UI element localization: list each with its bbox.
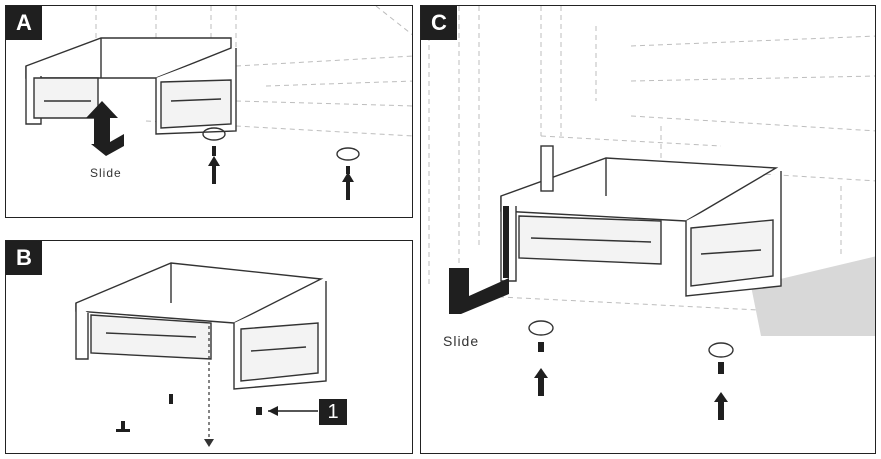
slide-arrow	[449, 268, 509, 314]
panel-c-tag: C	[421, 6, 457, 40]
callout-arrowhead	[268, 406, 278, 416]
slide-arrow	[86, 101, 124, 156]
panel-b: B 1	[5, 240, 413, 454]
panel-a-illustration	[25, 6, 412, 200]
drive-cage	[75, 262, 327, 390]
panel-b-tag: B	[6, 241, 42, 275]
screws	[208, 146, 354, 200]
chassis-outline	[428, 6, 875, 317]
screws	[116, 394, 262, 432]
callout-1: 1	[319, 399, 347, 425]
slide-label-c: Slide	[443, 333, 480, 349]
guide-arrowhead	[204, 439, 214, 447]
panel-a-tag: A	[6, 6, 42, 40]
screw-rotation-icons	[528, 320, 734, 358]
screws	[534, 342, 728, 420]
slide-label-a: Slide	[90, 166, 122, 180]
panel-a: A	[5, 5, 413, 218]
cage-edge-bar	[503, 206, 509, 278]
panel-c: C	[420, 5, 876, 454]
drive-cage	[25, 37, 237, 135]
drive-cage	[500, 145, 782, 297]
vent-mesh	[751, 256, 875, 336]
panel-c-illustration	[428, 6, 875, 420]
screw-rotation-icons	[202, 127, 360, 161]
panel-b-illustration	[75, 262, 327, 447]
